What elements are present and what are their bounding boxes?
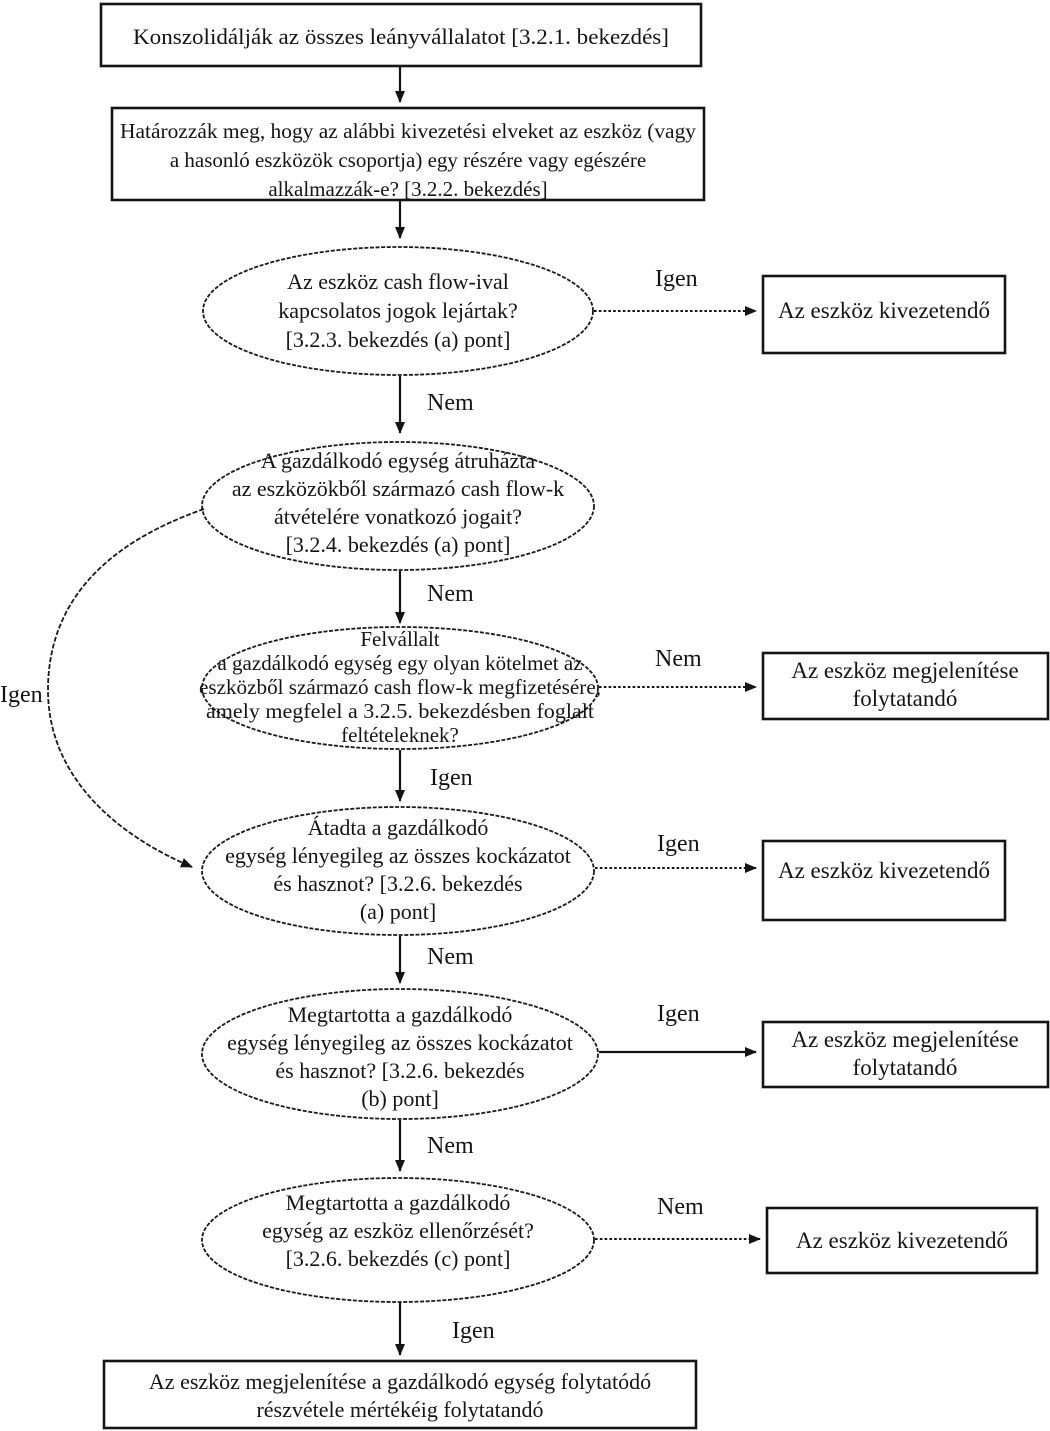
box-text-line: Az eszköz kivezetendő bbox=[778, 298, 990, 323]
edge-label: Igen bbox=[452, 1318, 495, 1344]
decision-text-line: eszközből származó cash flow-k megfizeté… bbox=[199, 675, 601, 699]
decision-text-line: Megtartotta a gazdálkodó bbox=[286, 1190, 511, 1215]
decision-text-line: és hasznot? [3.2.6. bekezdés bbox=[275, 1058, 524, 1083]
edge-q4-no: Nem bbox=[395, 936, 474, 984]
decision-rights-expired: Az eszköz cash flow-ival kapcsolatos jog… bbox=[202, 246, 594, 376]
decision-text-line: [3.2.3. bekezdés (a) pont] bbox=[286, 327, 511, 352]
node-derecognize-3-box: Az eszköz kivezetendő bbox=[765, 1206, 1039, 1275]
ellipse-outline bbox=[201, 626, 599, 750]
edge-q2-no: Nem bbox=[395, 571, 474, 624]
decision-text-line: (b) pont] bbox=[361, 1086, 439, 1111]
box-outline bbox=[110, 106, 706, 202]
decision-text-line: az eszközökből származó cash flow-k bbox=[232, 476, 564, 501]
ellipse-outline bbox=[202, 246, 594, 376]
decision-text-line: amely megfelel a 3.2.5. bekezdésben fogl… bbox=[206, 699, 594, 723]
box-text-line: a hasonló eszközök csoportja) egy részér… bbox=[170, 148, 646, 172]
box-outline bbox=[761, 839, 1007, 922]
edge-q3-no: Nem bbox=[599, 646, 757, 692]
node-continue-1-box: Az eszköz megjelenítése folytatandó bbox=[761, 651, 1050, 721]
edge-label: Igen bbox=[655, 266, 698, 292]
node-derecognize-1-box: Az eszköz kivezetendő bbox=[761, 274, 1007, 355]
node-consolidate-box: Konszolidálják az összes leányvállalatot… bbox=[99, 2, 703, 68]
edge-label: Nem bbox=[427, 390, 474, 416]
box-text-line: Határozzák meg, hogy az alábbi kivezetés… bbox=[120, 119, 697, 143]
node-continue-2-box: Az eszköz megjelenítése folytatandó bbox=[761, 1020, 1050, 1089]
decision-text-line: [3.2.4. bekezdés (a) pont] bbox=[286, 532, 511, 557]
edge-label: Igen bbox=[657, 831, 700, 857]
edge-label: Nem bbox=[427, 581, 474, 607]
edge-q5-no: Nem bbox=[395, 1120, 474, 1172]
edge-label: Igen bbox=[657, 1001, 700, 1027]
decision-text-line: egység lényegileg az összes kockázatot bbox=[227, 1030, 573, 1055]
decision-transferred-rights: A gazdálkodó egység átruházta az eszközö… bbox=[201, 441, 595, 571]
box-text-line: részvétele mértékéig folytatandó bbox=[256, 1397, 543, 1422]
box-text-line: folytatandó bbox=[853, 1055, 958, 1080]
edge-q1-yes: Igen bbox=[594, 266, 757, 316]
box-outline bbox=[761, 1020, 1050, 1089]
edge-label: Nem bbox=[657, 1194, 704, 1220]
box-outline bbox=[102, 1359, 698, 1430]
box-text-line: alkalmazzák-e? [3.2.2. bekezdés] bbox=[268, 177, 547, 201]
edge-q5-yes: Igen bbox=[599, 1001, 757, 1057]
box-text-line: Az eszköz megjelenítése bbox=[791, 1027, 1018, 1052]
ellipse-outline bbox=[201, 1177, 595, 1303]
decision-text-line: Megtartotta a gazdálkodó bbox=[288, 1002, 513, 1027]
decision-text-line: (a) pont] bbox=[360, 899, 436, 924]
edge-label: Igen bbox=[430, 765, 473, 791]
decision-text-line: egység lényegileg az összes kockázatot bbox=[225, 843, 571, 868]
edge-q4-yes: Igen bbox=[595, 831, 757, 873]
node-determine-box: Határozzák meg, hogy az alábbi kivezetés… bbox=[110, 106, 706, 202]
decision-text-line: átvételére vonatkozó jogait? bbox=[274, 504, 522, 529]
edge-q3-yes: Igen bbox=[395, 750, 473, 802]
decision-text-line: kapcsolatos jogok lejártak? bbox=[278, 298, 517, 323]
box-text-line: folytatandó bbox=[853, 686, 958, 711]
ellipse-outline bbox=[201, 806, 595, 936]
decision-text-line: A gazdálkodó egység átruházta bbox=[261, 448, 536, 473]
decision-text-line: egység az eszköz ellenőrzését? bbox=[262, 1218, 534, 1243]
ellipse-outline bbox=[201, 441, 595, 571]
edge-q6-yes: Igen bbox=[395, 1302, 495, 1356]
box-text-line: Az eszköz kivezetendő bbox=[796, 1228, 1008, 1253]
edge-label: Igen bbox=[0, 682, 43, 708]
decision-text-line: a gazdálkodó egység egy olyan kötelmet a… bbox=[217, 651, 582, 675]
edge-q1-no: Nem bbox=[395, 376, 474, 434]
decision-transferred-risks: Átadta a gazdálkodó egység lényegileg az… bbox=[201, 806, 595, 936]
box-text-line: Az eszköz kivezetendő bbox=[778, 858, 990, 883]
connector-arc-left bbox=[47, 508, 205, 868]
decision-text-line: Felvállalt bbox=[360, 627, 439, 651]
box-outline bbox=[761, 651, 1050, 721]
node-derecognize-2-box: Az eszköz kivezetendő bbox=[761, 839, 1007, 922]
node-continuing-involvement-box: Az eszköz megjelenítése a gazdálkodó egy… bbox=[102, 1359, 698, 1430]
box-outline bbox=[765, 1206, 1039, 1275]
decision-text-line: és hasznot? [3.2.6. bekezdés bbox=[273, 871, 522, 896]
edge-label: Nem bbox=[427, 1133, 474, 1159]
decision-text-line: feltételeknek? bbox=[341, 723, 459, 747]
decision-text-line: Átadta a gazdálkodó bbox=[308, 815, 489, 840]
box-text-line: Konszolidálják az összes leányvállalatot… bbox=[133, 24, 669, 49]
edge-label: Nem bbox=[655, 646, 702, 672]
box-text-line: Az eszköz megjelenítése a gazdálkodó egy… bbox=[149, 1369, 651, 1394]
box-text-line: Az eszköz megjelenítése bbox=[791, 658, 1018, 683]
decision-text-line: [3.2.6. bekezdés (c) pont] bbox=[286, 1246, 511, 1271]
edge-label: Nem bbox=[427, 944, 474, 970]
decision-retained-control: Megtartotta a gazdálkodó egység az eszkö… bbox=[201, 1177, 595, 1303]
box-outline bbox=[99, 2, 703, 68]
edge-q6-no: Nem bbox=[595, 1194, 761, 1244]
edge-q2-yes-arc: Igen bbox=[0, 508, 205, 868]
box-outline bbox=[761, 274, 1007, 355]
decision-retained-risks: Megtartotta a gazdálkodó egység lényegil… bbox=[201, 988, 599, 1120]
decision-text-line: Az eszköz cash flow-ival bbox=[287, 269, 509, 294]
decision-assumed-obligation: Felvállalt a gazdálkodó egység egy olyan… bbox=[199, 626, 601, 750]
ellipse-outline bbox=[201, 988, 599, 1120]
